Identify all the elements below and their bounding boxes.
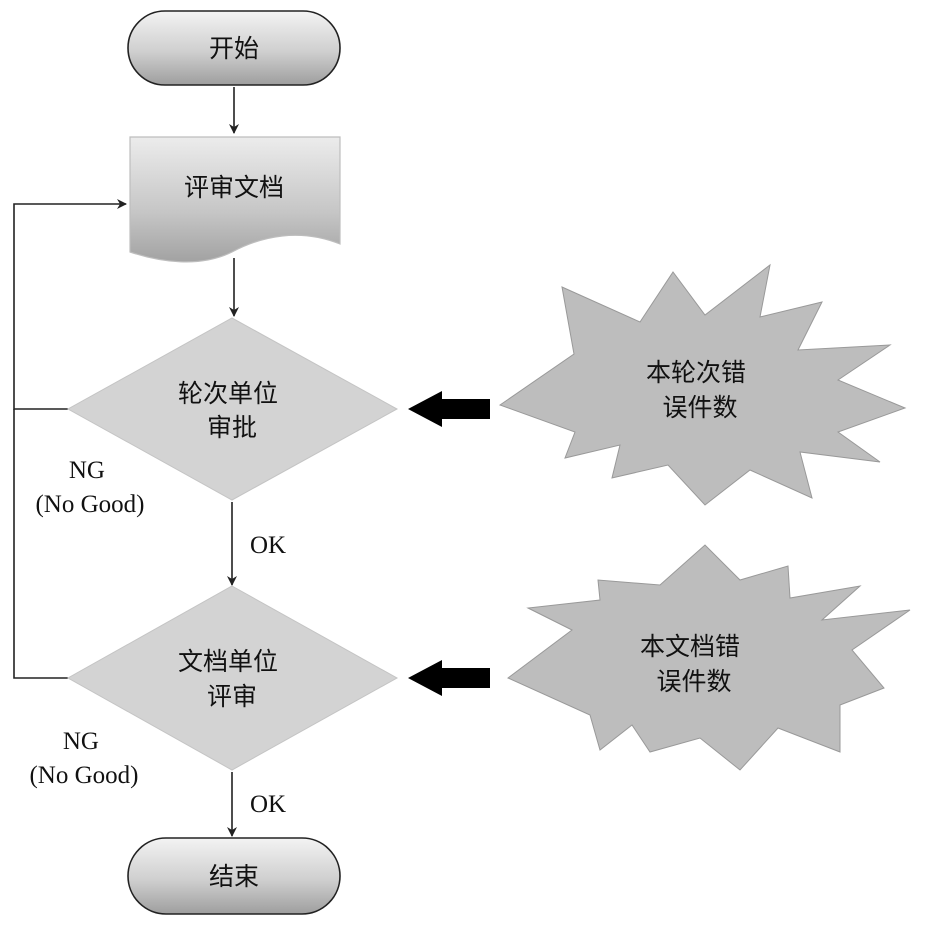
svg-text:本轮次错 误件数: 本轮次错 误件数 [646, 358, 754, 422]
edge-labels: NG (No Good) OK NG (No Good) OK [29, 457, 286, 818]
connectors [13, 87, 239, 837]
svg-text:NG (No Good): NG (No Good) [29, 728, 138, 789]
review-document-label: 评审文档 [184, 173, 284, 202]
round-errors-line2: 误件数 [662, 393, 737, 422]
ng2-line1: NG [63, 728, 99, 755]
doc-errors-line2: 误件数 [656, 667, 731, 696]
block-arrows [408, 391, 490, 696]
loop-back-edge-2 [13, 409, 68, 679]
end-label: 结束 [209, 862, 259, 891]
block-arrow-1 [408, 391, 490, 427]
ng2-line2: (No Good) [29, 762, 138, 789]
start-label: 开始 [209, 34, 259, 63]
end-node: 结束 [127, 837, 341, 915]
svg-text:轮次单位 审批: 轮次单位 审批 [178, 379, 286, 442]
doc-review-line1: 文档单位 [178, 647, 278, 676]
round-approval-decision: 轮次单位 审批 [66, 317, 399, 501]
block-arrow-2 [408, 660, 490, 696]
svg-text:NG (No Good): NG (No Good) [35, 457, 144, 518]
start-node: 开始 [127, 10, 341, 86]
ok2-label: OK [250, 791, 286, 818]
round-errors-line1: 本轮次错 [646, 358, 746, 387]
round-errors-burst: 本轮次错 误件数 [498, 263, 907, 506]
ng1-line1: NG [69, 457, 105, 484]
ng1-line2: (No Good) [35, 491, 144, 518]
doc-review-decision: 文档单位 评审 [66, 585, 399, 771]
round-approval-line2: 审批 [207, 413, 257, 442]
doc-review-line2: 评审 [207, 682, 257, 711]
ok1-label: OK [250, 532, 286, 559]
review-document-node: 评审文档 [129, 136, 341, 263]
doc-errors-line1: 本文档错 [640, 632, 740, 661]
svg-text:文档单位 评审: 文档单位 评审 [178, 647, 286, 711]
loop-back-edge [13, 199, 127, 410]
round-approval-line1: 轮次单位 [178, 379, 278, 408]
svg-text:本文档错 误件数: 本文档错 误件数 [640, 632, 748, 696]
doc-errors-burst: 本文档错 误件数 [507, 544, 911, 771]
